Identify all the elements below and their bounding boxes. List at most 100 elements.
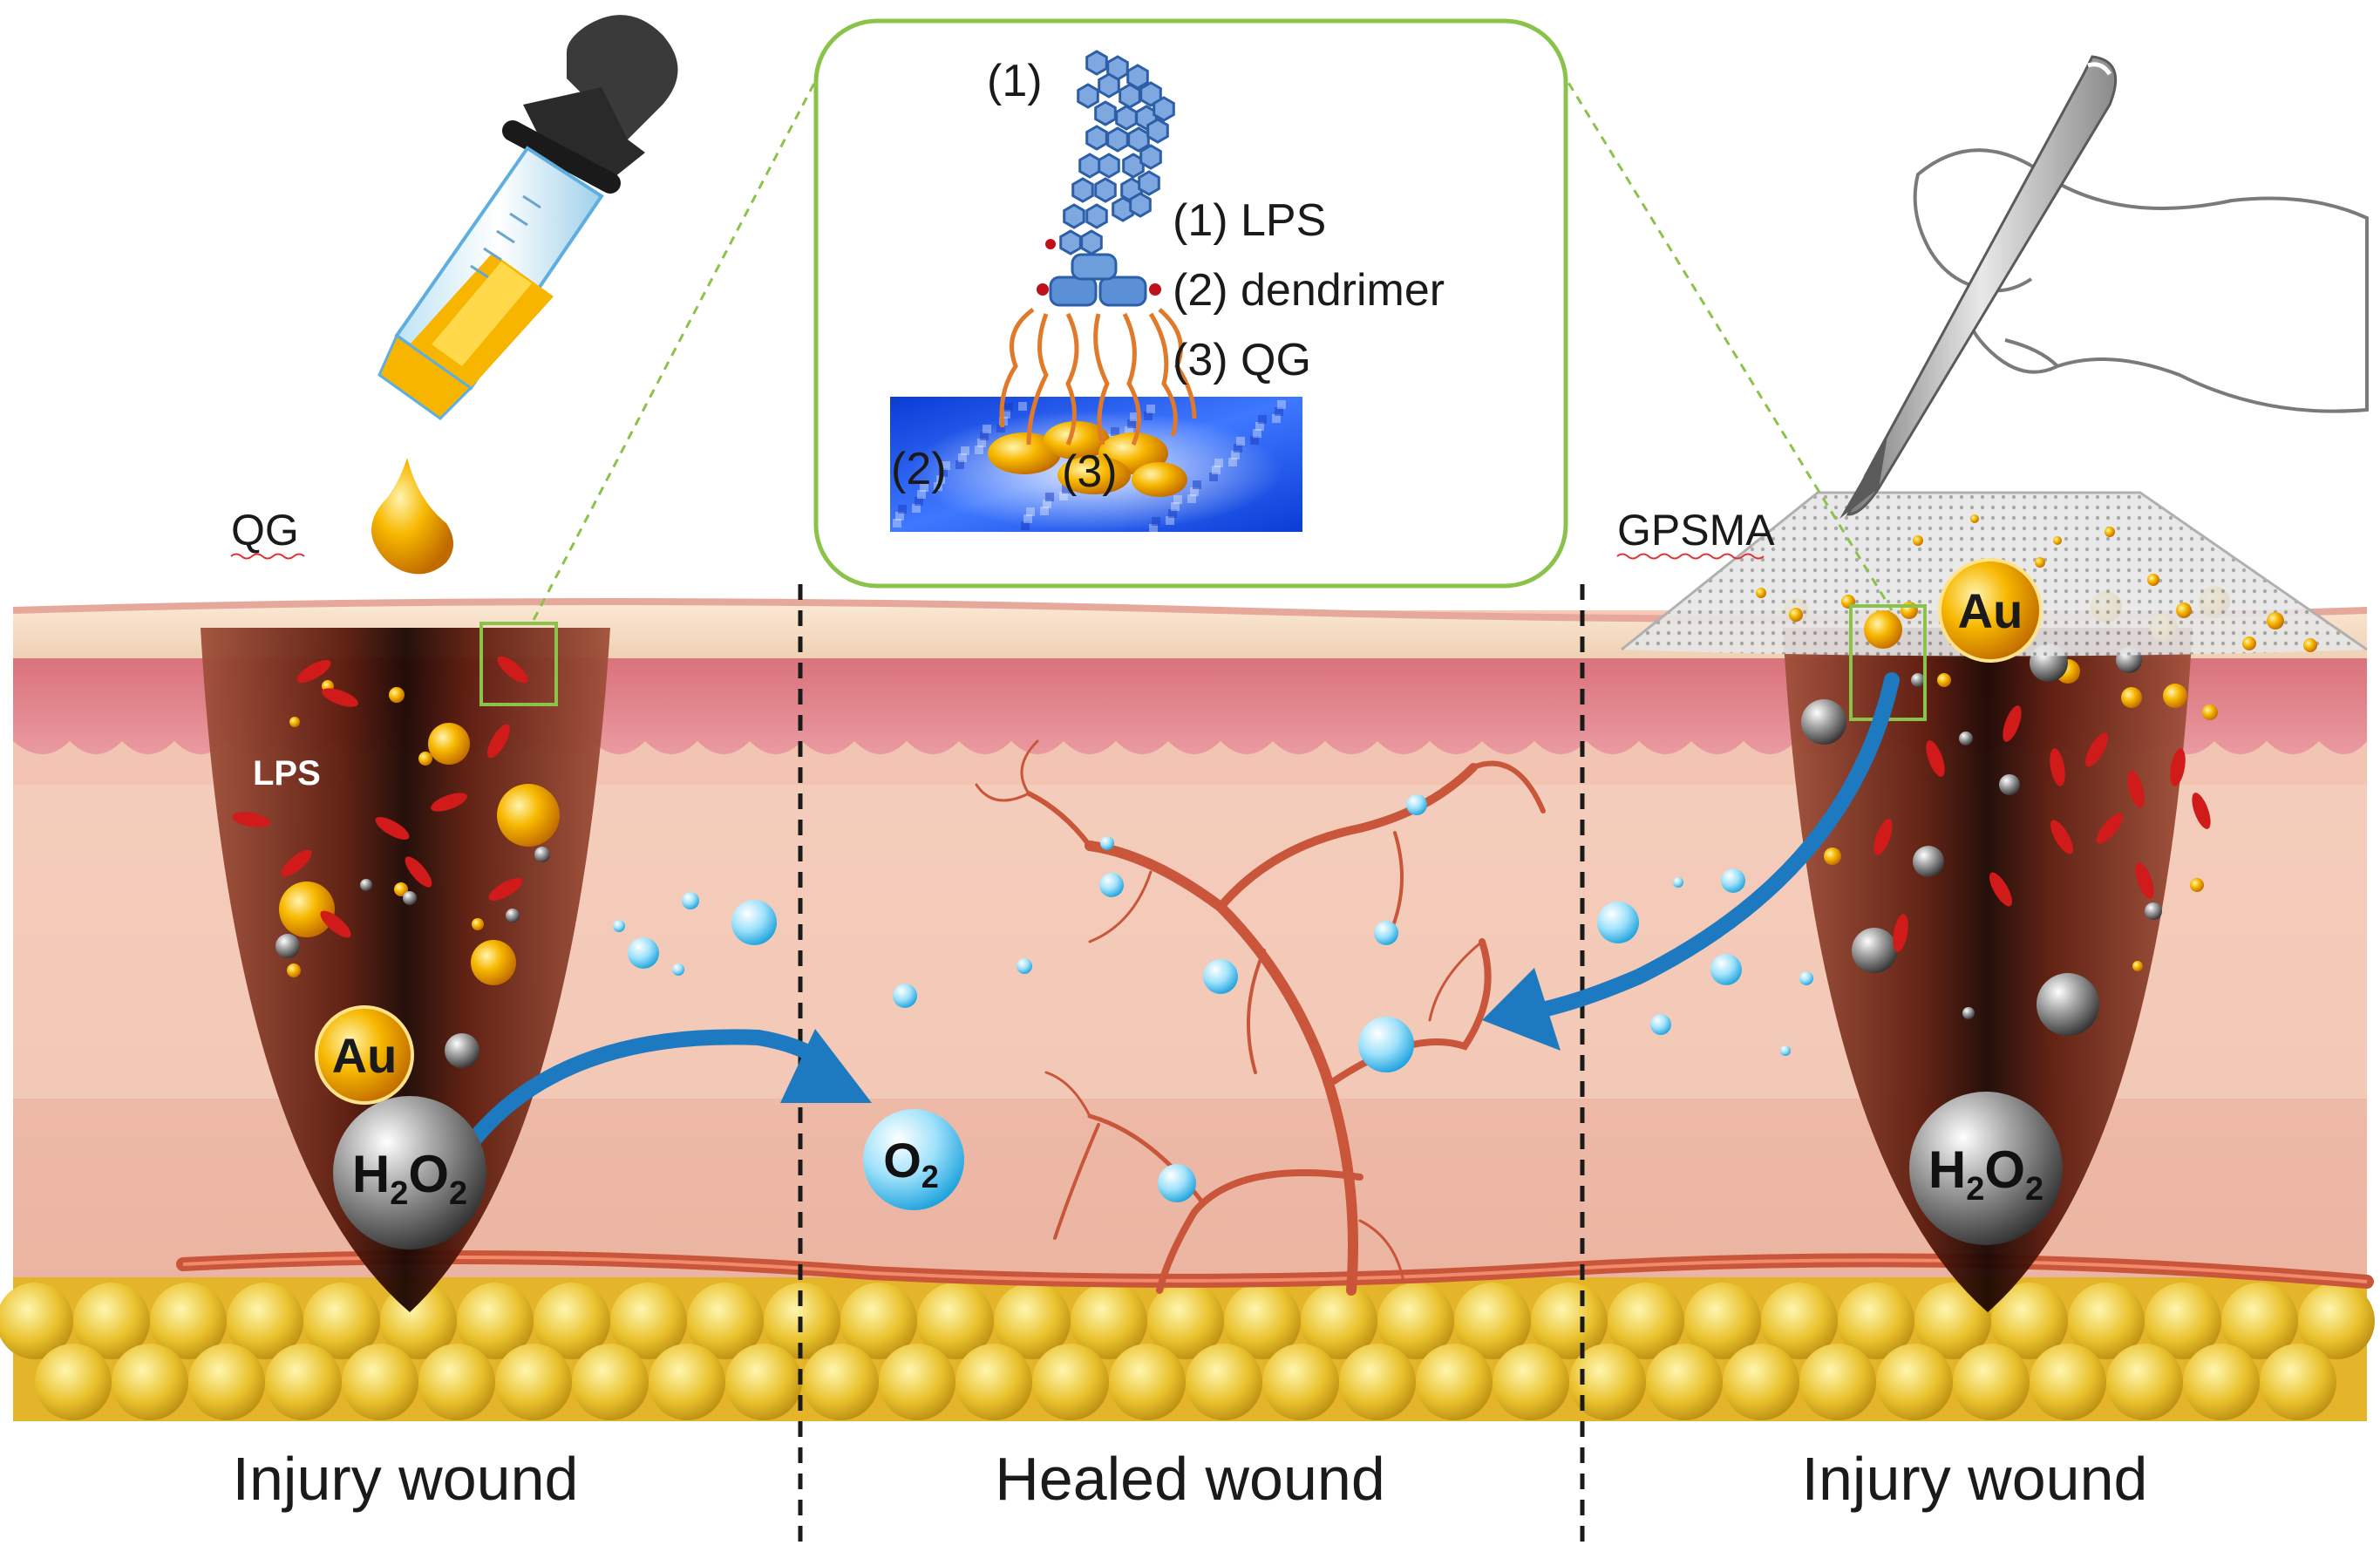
substrate-pixel [917, 490, 926, 499]
fat-cell [2260, 1344, 2336, 1420]
bacterium [487, 724, 510, 759]
substrate-pixel [1193, 480, 1201, 489]
inset-legend-qg: (3) QG [1173, 335, 1311, 385]
gold-nanoparticle [279, 882, 335, 937]
substrate-pixel [1062, 485, 1071, 494]
wound-particles [275, 586, 2230, 1068]
oxygen-bubbles [613, 794, 1813, 1202]
substrate-pixel [1125, 426, 1133, 435]
substrate-pixel [975, 446, 983, 454]
bacterium [2003, 705, 2022, 742]
fat-cell [1262, 1344, 1339, 1420]
fat-cell [1608, 1283, 1684, 1359]
grey-particle [1999, 774, 2020, 795]
au-badge-right: Au [1938, 558, 2043, 663]
fat-cell [150, 1283, 227, 1359]
gold-nanoparticle [2163, 684, 2187, 708]
gold-nanoparticle [428, 723, 470, 765]
substrate-pixel [980, 432, 989, 440]
substrate-pixel [1045, 493, 1054, 501]
fat-cell [303, 1283, 380, 1359]
bacterium [431, 793, 467, 812]
fat-cell [1684, 1283, 1761, 1359]
patch-gold-dot [2053, 536, 2062, 545]
svg-text:H2O2: H2O2 [352, 1145, 467, 1212]
bacterium [2096, 813, 2124, 844]
grey-particle [2145, 902, 2162, 920]
o2-badge: O2 [863, 1109, 964, 1210]
lps-hexagon [1129, 192, 1152, 218]
substrate-pixel [934, 482, 942, 491]
fat-cell [687, 1283, 764, 1359]
substrate-pixel [1275, 407, 1283, 416]
gold-nanoparticle [289, 717, 300, 727]
patch-gold-dot [1970, 514, 1979, 523]
substrate-pixel [895, 512, 904, 521]
patch-gold-dot [2303, 638, 2317, 652]
lps-hexagon [1153, 96, 1175, 122]
lps-hexagon [1085, 125, 1108, 151]
bacterium [2170, 748, 2186, 786]
skin-cross-section [0, 598, 2375, 1421]
qg-strands [999, 307, 1197, 446]
h2o2-badge-left: H2O2 [333, 1096, 486, 1249]
bacterium [1926, 740, 1945, 777]
fat-cell [2183, 1344, 2260, 1420]
substrate-pixel [1018, 402, 1027, 411]
substrate-pixel [1002, 410, 1010, 419]
substrate-pixel [1258, 415, 1267, 424]
grey-particle [1913, 846, 1944, 877]
bottom-label-left: Injury wound [233, 1445, 579, 1513]
bacterium [2050, 748, 2065, 786]
lps-hexagon [1085, 50, 1108, 76]
substrate-pixel [961, 446, 969, 455]
substrate-pixel [1190, 487, 1199, 496]
lps-hexagon [1094, 100, 1117, 126]
bacterium [1893, 914, 1908, 952]
bacteria [232, 656, 2211, 952]
substrate-pixel [920, 483, 928, 492]
substrate-pixel [1111, 427, 1119, 436]
bubble [672, 963, 684, 976]
fat-cell [2106, 1344, 2183, 1420]
inset-substrate-3: (3) [1062, 446, 1118, 497]
substrate-pixel [936, 475, 945, 484]
substrate-pixel [890, 399, 899, 408]
gold-nanoparticle [2202, 705, 2218, 720]
qg-drop-icon [371, 458, 453, 575]
patch-gold-dot [2176, 602, 2192, 618]
fat-cell [1493, 1344, 1569, 1420]
inset-panel: (1) (1) LPS (2) dendrimer (3) QG (2) (3) [813, 18, 1568, 589]
bubble [1597, 902, 1639, 943]
lps-hexagon [1098, 153, 1120, 179]
au-left-label: Au [332, 1028, 398, 1083]
fat-cell [1761, 1283, 1838, 1359]
grey-particle [275, 934, 300, 958]
substrate-pixel [1250, 436, 1259, 445]
grey-particle [1962, 1007, 1975, 1019]
substrate-pixel [1004, 403, 1013, 412]
substrate-pixel [1127, 419, 1136, 428]
bacterium [296, 660, 331, 683]
bacterium [232, 812, 270, 827]
fat-cell [1377, 1283, 1454, 1359]
bubble [1406, 794, 1427, 815]
substrate-pixel [1146, 405, 1155, 413]
fat-cell [1416, 1344, 1493, 1420]
svg-text:O2: O2 [883, 1133, 939, 1195]
inset-top-marker: (1) [987, 56, 1043, 106]
lps-hexagon [1139, 81, 1162, 107]
fat-cell [0, 1283, 73, 1359]
inset-legend-dendrimer: (2) dendrimer [1173, 265, 1445, 316]
grey-particle [360, 879, 372, 891]
inset-substrate-2: (2) [891, 444, 947, 494]
flow-arrows [445, 672, 1900, 1176]
bacterium [2192, 793, 2211, 829]
lps-hexagon [1063, 203, 1085, 229]
fat-cell [1799, 1344, 1876, 1420]
lps-hexagon [1071, 177, 1094, 203]
bubble [1710, 954, 1742, 985]
bacterium [2135, 862, 2154, 899]
lps-label: LPS [253, 754, 321, 793]
